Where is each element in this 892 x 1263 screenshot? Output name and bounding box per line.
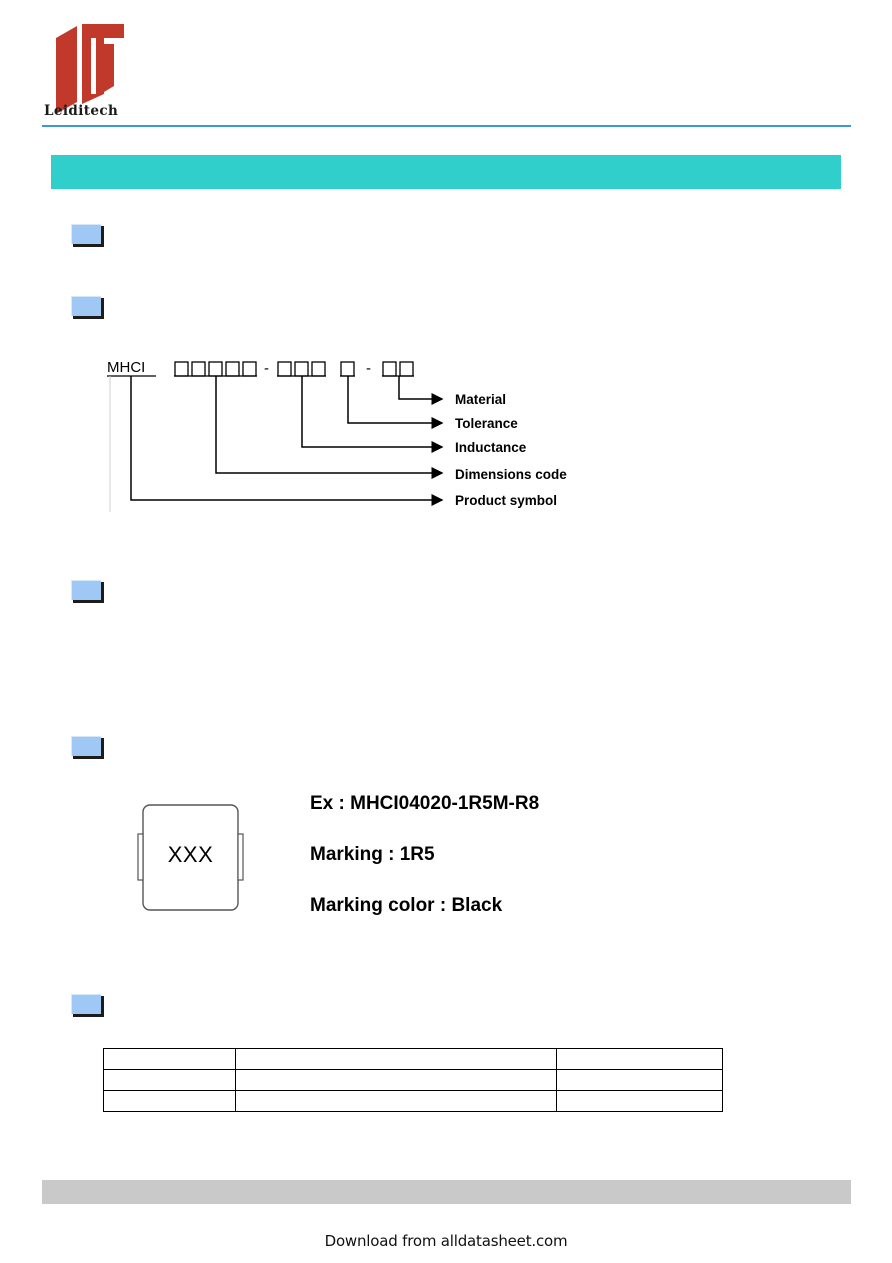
separator-2: -	[366, 360, 371, 377]
footer-bar	[42, 1180, 851, 1204]
marking-color: Marking color : Black	[310, 895, 503, 916]
prefix-mhci: MHCI	[107, 359, 145, 376]
marking-code: Marking : 1R5	[310, 844, 435, 865]
leiditech-logo	[56, 24, 124, 114]
download-link[interactable]: Download from alldatasheet.com	[324, 1232, 568, 1250]
part-number-diagram: MHCI - - Material Tolerance Inductance D…	[107, 359, 567, 512]
label-material: Material	[455, 392, 506, 407]
separator-1: -	[264, 360, 269, 377]
section-marker	[71, 224, 104, 247]
table-row	[103, 1069, 723, 1091]
title-bar	[51, 155, 841, 189]
marking-symbol: XXX	[167, 842, 214, 867]
label-product-symbol: Product symbol	[455, 493, 557, 508]
registered-mark: ®	[116, 24, 124, 35]
section-marker	[71, 736, 104, 759]
label-dimensions-code: Dimensions code	[455, 467, 567, 482]
table-row	[103, 1090, 723, 1112]
header-rule	[42, 125, 851, 127]
section-marker	[71, 296, 104, 319]
label-tolerance: Tolerance	[455, 416, 518, 431]
brand-name: Leiditech	[44, 103, 119, 119]
data-table	[103, 1048, 723, 1112]
section-marker	[71, 994, 104, 1017]
label-inductance: Inductance	[455, 440, 527, 455]
marking-example: Ex : MHCI04020-1R5M-R8	[310, 793, 540, 814]
section-marker	[71, 580, 104, 603]
table-row	[103, 1048, 723, 1070]
inductor-outline	[137, 804, 244, 911]
